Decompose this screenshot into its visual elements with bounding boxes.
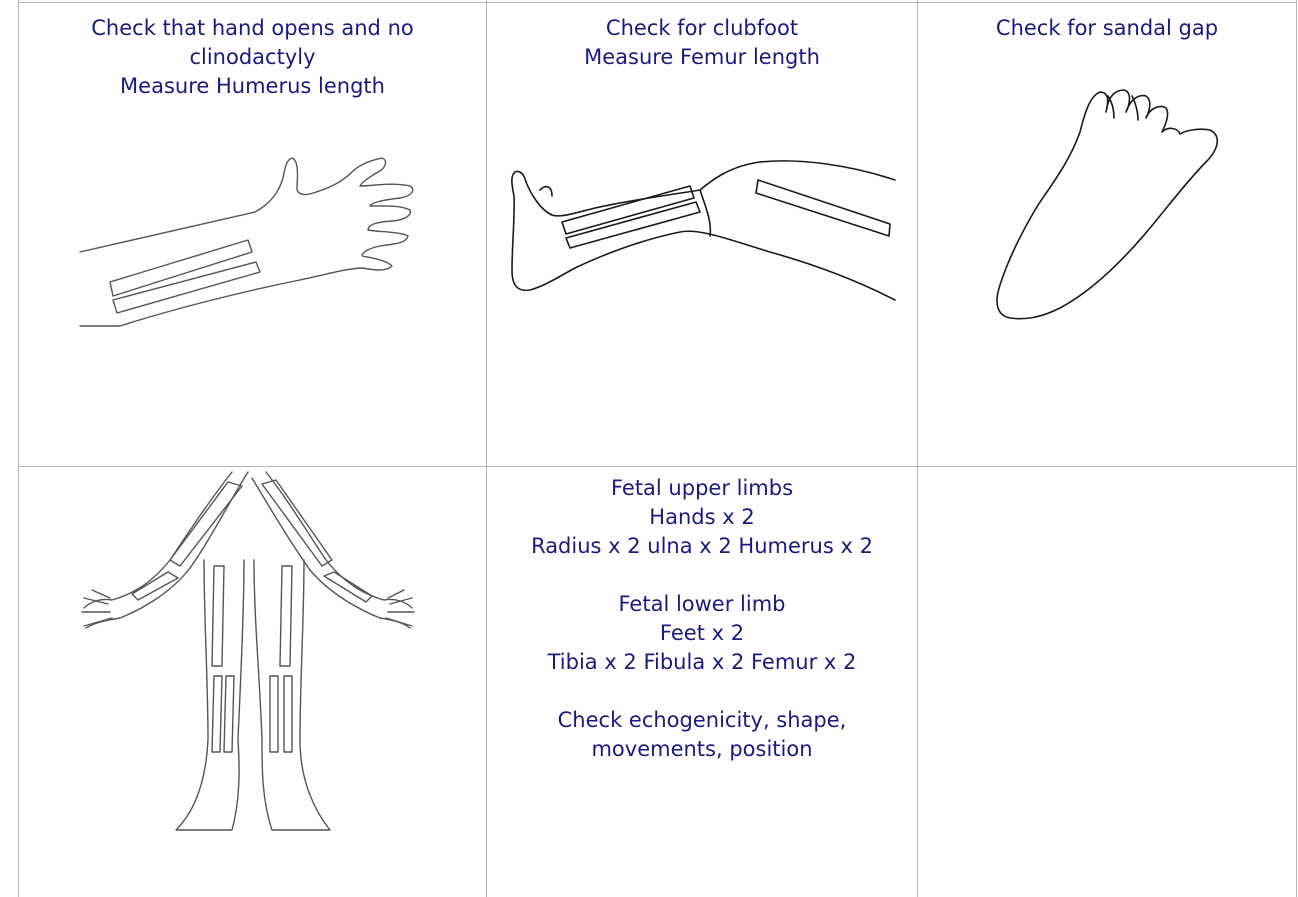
lower-limb-feet: Feet x 2 [487,619,917,648]
lower-limb-bones: Tibia x 2 Fibula x 2 Femur x 2 [487,648,917,677]
upper-limbs-bones: Radius x 2 ulna x 2 Humerus x 2 [487,532,917,561]
upper-limbs-hands: Hands x 2 [487,503,917,532]
check-line-1: Check echogenicity, shape, [487,706,917,735]
upper-limbs-heading: Fetal upper limbs [487,474,917,503]
lower-limb-heading: Fetal lower limb [487,590,917,619]
fetal-limbs-text: Fetal upper limbs Hands x 2 Radius x 2 u… [487,474,917,764]
check-line-2: movements, position [487,735,917,764]
